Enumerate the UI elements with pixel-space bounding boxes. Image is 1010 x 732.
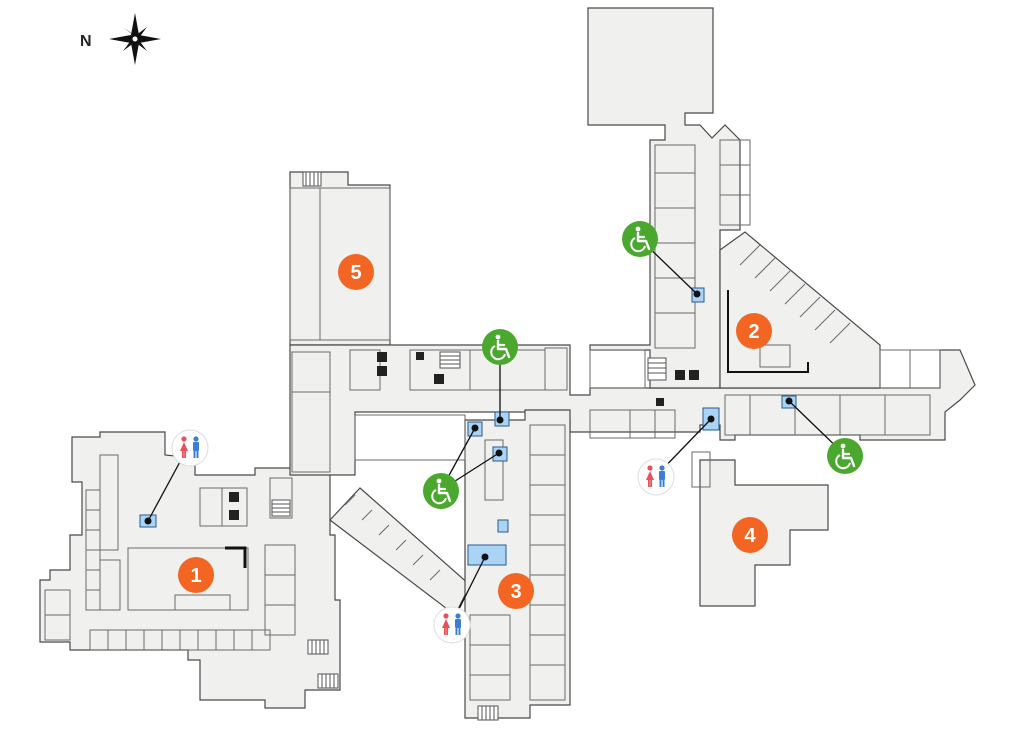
building-badges: 1 2 3 4 5 [178,254,772,609]
wheelchair-icon[interactable] [423,473,459,509]
building-4-badge[interactable]: 4 [732,517,768,553]
building-4-number: 4 [744,525,756,547]
restroom-icon[interactable] [171,429,209,467]
compass: N [80,13,161,65]
stairs-icon [317,673,339,689]
wheelchair-icon[interactable] [482,329,518,365]
stairs-icon [477,705,499,721]
restroom-icon[interactable] [433,606,471,644]
stairs-icon [271,499,291,517]
building-3-number: 3 [510,581,521,603]
building-2-badge[interactable]: 2 [736,313,772,349]
building-5-number: 5 [350,262,361,284]
stairs-icon [302,171,322,187]
restroom-icon[interactable] [637,458,675,496]
wheelchair-icon[interactable] [622,221,658,257]
building-3-badge[interactable]: 3 [498,573,534,609]
building-5-badge[interactable]: 5 [338,254,374,290]
restroom-markers [171,429,675,644]
connector-dots [144,290,793,561]
building-1-badge[interactable]: 1 [178,557,214,593]
compass-rose-icon [109,13,161,65]
elevator-icon [229,352,699,520]
room-details [44,139,941,701]
wheelchair-icon[interactable] [827,438,863,474]
stairs-icon [307,639,329,655]
building-2-number: 2 [748,321,759,343]
accessible-markers [423,221,863,509]
building-1-number: 1 [190,565,201,587]
north-label: N [80,33,92,50]
stairs-icon [439,351,461,369]
stairs-icon [647,357,667,381]
